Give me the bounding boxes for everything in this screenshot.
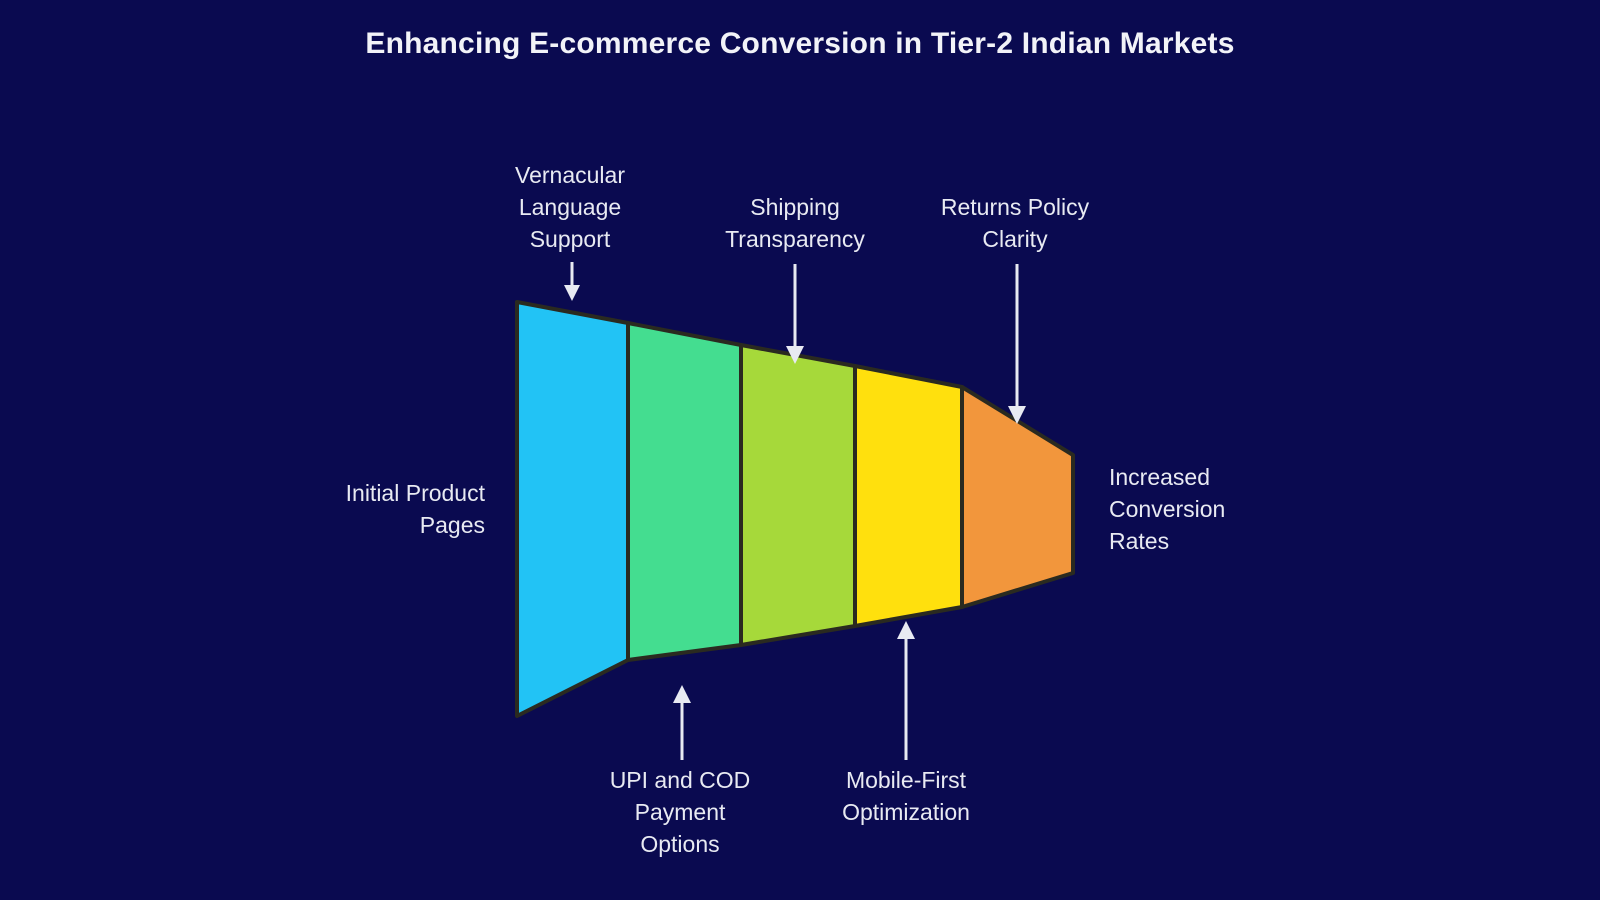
connector-arrows	[564, 262, 1026, 760]
funnel-segment-2	[626, 321, 743, 662]
funnel-exit-label: Increased Conversion Rates	[1109, 464, 1226, 554]
stage-label-shipping-transparency: Shipping Transparency	[725, 194, 865, 252]
funnel-segment-1	[515, 300, 630, 718]
funnel-segments	[515, 300, 1075, 718]
stage-label-mobile-first-optimization: Mobile-First Optimization	[842, 767, 970, 825]
arrow-up-stage-4	[897, 621, 915, 760]
stage-label-vernacular-language-support: Vernacular Language Support	[515, 162, 625, 252]
stage-label-upi-and-cod-payment-options: UPI and COD Payment Options	[609, 767, 751, 857]
page-title: Enhancing E-commerce Conversion in Tier-…	[365, 27, 1235, 60]
arrow-down-stage-1	[564, 262, 580, 301]
funnel-segment-3	[739, 343, 857, 647]
funnel-entry-label: Initial Product Pages	[345, 480, 485, 538]
funnel-segment-5	[960, 385, 1075, 609]
funnel-segment-4	[853, 364, 964, 628]
arrow-up-stage-2	[673, 685, 691, 760]
arrow-down-stage-3	[786, 264, 804, 364]
arrow-down-stage-5	[1008, 264, 1026, 424]
stage-label-returns-policy-clarity: Returns Policy Clarity	[940, 194, 1090, 252]
